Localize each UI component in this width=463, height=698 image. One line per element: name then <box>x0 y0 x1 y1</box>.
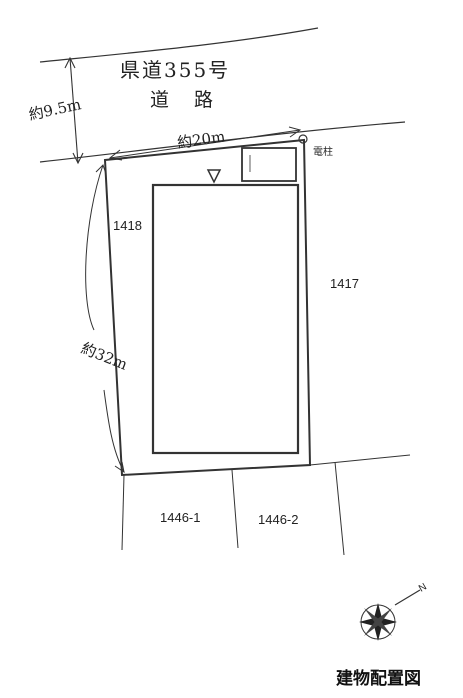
dimension-arrow-icon <box>72 152 84 165</box>
lot-east-label: 1417 <box>330 276 359 291</box>
lot-south-1-label: 1446-1 <box>160 510 200 525</box>
road-south-edge <box>39 121 406 163</box>
utility-pole-label: 電柱 <box>313 145 333 158</box>
compass-north-label: N <box>417 581 429 594</box>
road-north-edge <box>39 27 319 63</box>
lot-west-label: 1418 <box>113 218 142 233</box>
south-lot-divider <box>231 469 239 549</box>
depth-dimension-upper <box>85 164 104 331</box>
road-width-dimension <box>69 57 79 164</box>
road-type: 道 路 <box>150 89 216 111</box>
building-footprint <box>151 183 300 455</box>
diagram-title: 建物配置図 <box>336 668 421 689</box>
triangle-down-icon <box>206 169 222 184</box>
road-name: 県道355号 <box>120 58 230 82</box>
east-lot-line <box>309 454 411 466</box>
dimension-arrow-icon <box>64 56 76 69</box>
lot-south-2-label: 1446-2 <box>258 512 298 527</box>
lot-boundary <box>103 138 312 477</box>
south-lot-line-west <box>121 474 125 551</box>
depth-dimension-lower <box>103 389 125 473</box>
dimension-arrow-icon <box>288 126 302 138</box>
depth-label: 約32m <box>79 339 131 374</box>
dimension-arrow-icon <box>114 461 125 474</box>
outbuilding <box>241 147 297 182</box>
south-lot-line-east <box>334 461 345 556</box>
frontage-dimension <box>109 129 301 159</box>
dimension-arrow-icon <box>95 164 107 175</box>
utility-pole-icon <box>298 134 308 144</box>
compass-rose-icon <box>359 589 421 641</box>
